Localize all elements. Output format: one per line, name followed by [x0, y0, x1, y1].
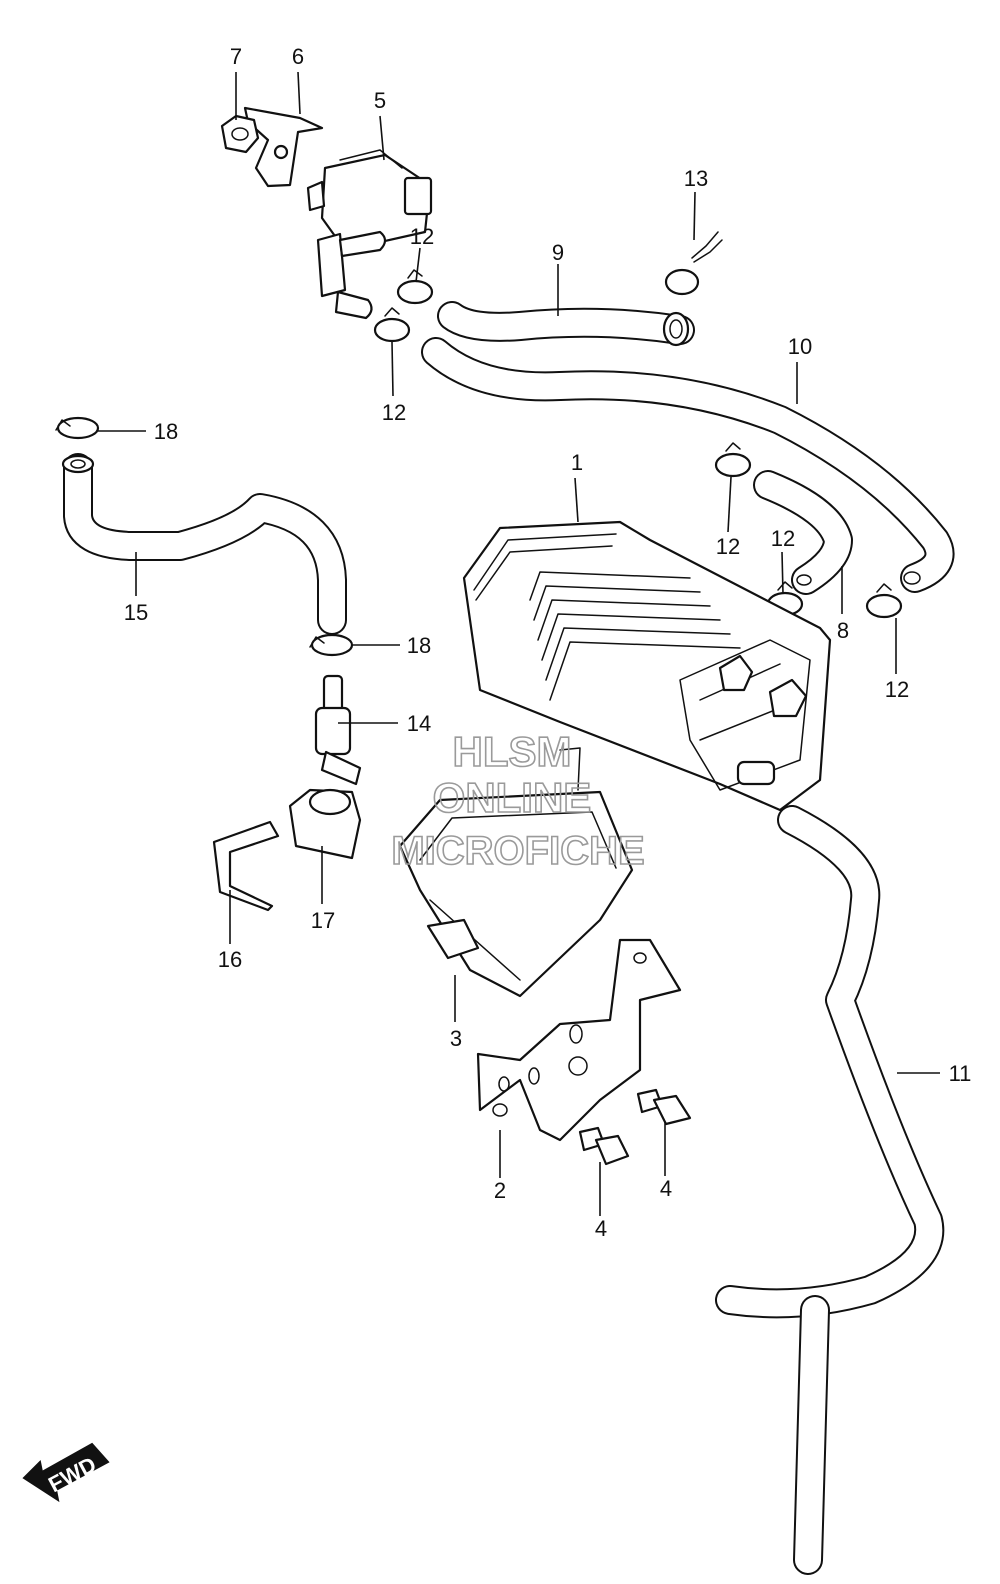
callout-1: 1	[571, 450, 583, 475]
callout-13: 13	[684, 166, 708, 191]
nut	[220, 114, 260, 154]
hose-9	[437, 301, 695, 347]
callout-16: 16	[218, 947, 242, 972]
callout-7: 7	[230, 44, 242, 69]
clamp-12-right-a	[714, 442, 752, 478]
clamp-18-lower	[309, 633, 354, 657]
callout-2: 2	[494, 1178, 506, 1203]
hose-clip	[664, 231, 723, 296]
callout-5: 5	[374, 88, 386, 113]
watermark-line3: MICROFICHE	[391, 829, 644, 873]
mounting-bracket	[476, 938, 682, 1142]
callout-4-upper: 4	[660, 1176, 672, 1201]
callout-8: 8	[837, 618, 849, 643]
callout-18-bottom: 18	[407, 633, 431, 658]
check-valve	[314, 674, 362, 786]
callouts: 1 2 3 4 4 5 6 7 8 9 10 11 12 12 12 12 12…	[124, 44, 972, 1241]
watermark-line1: HLSM	[453, 728, 572, 775]
clamp-18-upper	[55, 416, 100, 440]
clamp-12-lower	[373, 307, 411, 343]
hose-11	[715, 805, 945, 1575]
watermark: HLSM ONLINE MICROFICHE	[391, 727, 646, 874]
watermark-line2: ONLINE	[433, 774, 592, 821]
callout-12-mid: 12	[716, 534, 740, 559]
valve-bracket	[243, 106, 324, 188]
clamp-12-upper	[396, 269, 434, 305]
clamp-12-right-c	[865, 583, 903, 619]
hose-8	[753, 470, 853, 595]
callout-10: 10	[788, 334, 812, 359]
grommet	[288, 788, 362, 860]
bolt-a	[578, 1126, 630, 1166]
canister	[462, 520, 832, 812]
solenoid-valve	[306, 149, 433, 320]
clip-plate	[212, 820, 280, 912]
callout-12-left: 12	[382, 400, 406, 425]
callout-17: 17	[311, 908, 335, 933]
callout-3: 3	[450, 1026, 462, 1051]
hose-10	[421, 337, 955, 593]
fwd-arrow-icon: FWD	[22, 1442, 110, 1503]
callout-12-far-right: 12	[885, 677, 909, 702]
callout-9: 9	[552, 240, 564, 265]
callout-4-lower: 4	[595, 1216, 607, 1241]
callout-15: 15	[124, 600, 148, 625]
callout-12-right: 12	[771, 526, 795, 551]
callout-18-top: 18	[154, 419, 178, 444]
leader-lines	[98, 71, 940, 1216]
callout-11: 11	[949, 1061, 972, 1086]
canister-holder	[398, 747, 634, 998]
callout-6: 6	[292, 44, 304, 69]
hose-15	[61, 453, 347, 635]
callout-14: 14	[407, 711, 431, 736]
bolt-b	[636, 1088, 692, 1126]
callout-12-top: 12	[410, 224, 434, 249]
